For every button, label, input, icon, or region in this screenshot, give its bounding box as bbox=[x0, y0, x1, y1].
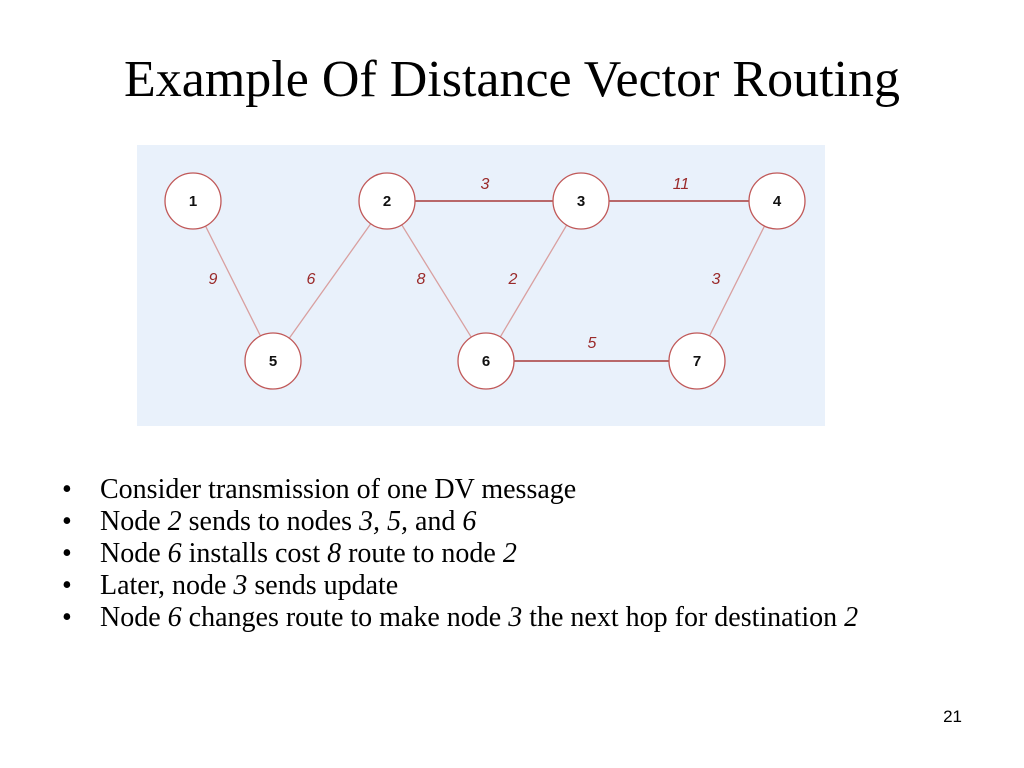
node-circle-1 bbox=[164, 172, 222, 230]
edge-6-3 bbox=[499, 224, 568, 338]
node-circle-3 bbox=[552, 172, 610, 230]
bullet-text-segment: 6 bbox=[167, 538, 182, 569]
edge-weight-2-3: 3 bbox=[481, 176, 490, 193]
edge-4-7 bbox=[708, 225, 766, 337]
node-label-3: 3 bbox=[577, 193, 585, 210]
page-number: 21 bbox=[943, 707, 962, 726]
bullet-text-segment: 3, 5, bbox=[358, 506, 408, 537]
node-label-7: 7 bbox=[693, 353, 701, 370]
node-circle-2 bbox=[358, 172, 416, 230]
bullet-text-segment: Node bbox=[100, 602, 168, 633]
edge-weight-6-3: 2 bbox=[508, 271, 518, 288]
bullet-item: • Later, node 3 sends update bbox=[58, 570, 938, 602]
bullet-text-segment: sends update bbox=[247, 570, 399, 601]
node-label-6: 6 bbox=[482, 353, 490, 370]
node-6: 6 bbox=[457, 332, 515, 390]
bullet-text-segment: Node bbox=[100, 506, 168, 537]
node-label-1: 1 bbox=[189, 193, 197, 210]
node-label-4: 4 bbox=[773, 193, 782, 210]
edge-weight-5-2: 6 bbox=[307, 271, 316, 288]
bullet-item: • Node 2 sends to nodes 3, 5, and 6 bbox=[58, 506, 938, 538]
bullet-list: • Consider transmission of one DV message… bbox=[58, 474, 938, 634]
bullet-text-segment: 6 bbox=[462, 506, 477, 537]
bullet-text-segment: route to node bbox=[341, 538, 503, 569]
node-1: 1 bbox=[164, 172, 222, 230]
bullet-text-segment: 2 bbox=[844, 602, 859, 633]
bullet-dot-icon: • bbox=[62, 474, 72, 505]
bullet-item: • Node 6 installs cost 8 route to node 2 bbox=[58, 538, 938, 570]
bullet-text-segment: Node bbox=[100, 538, 168, 569]
bullet-dot-icon: • bbox=[62, 570, 72, 601]
edge-weight-4-7: 3 bbox=[712, 271, 721, 288]
node-5: 5 bbox=[244, 332, 302, 390]
edge-weight-1-5: 9 bbox=[209, 271, 218, 288]
bullet-text-segment: 2 bbox=[167, 506, 182, 537]
bullet-dot-icon: • bbox=[62, 538, 72, 569]
bullet-text-segment: 3 bbox=[508, 602, 523, 633]
bullet-text-segment: Later, node bbox=[100, 570, 234, 601]
edge-weight-2-6: 8 bbox=[417, 271, 426, 288]
bullet-text-segment: sends to nodes bbox=[181, 506, 359, 537]
edge-weights-layer: 9 6 8 2 3 11 3 5 bbox=[209, 176, 721, 352]
node-2: 2 bbox=[358, 172, 416, 230]
bullet-text-segment: 8 bbox=[327, 538, 342, 569]
bullet-text-segment: and bbox=[407, 506, 463, 537]
nodes-layer: 1 2 3 4 5 6 7 bbox=[164, 172, 806, 390]
node-4: 4 bbox=[748, 172, 806, 230]
edge-5-2 bbox=[288, 223, 372, 339]
bullet-text-segment: 6 bbox=[167, 602, 182, 633]
network-graph-svg: 9 6 8 2 3 11 3 5 1 2 3 4 5 6 7 bbox=[164, 172, 806, 390]
bullet-dot-icon: • bbox=[62, 506, 72, 537]
node-3: 3 bbox=[552, 172, 610, 230]
bullet-text-segment: installs cost bbox=[181, 538, 328, 569]
edge-2-6 bbox=[401, 224, 472, 338]
network-graph-diagram: 9 6 8 2 3 11 3 5 1 2 3 4 5 6 7 bbox=[137, 145, 825, 426]
node-circle-7 bbox=[668, 332, 726, 390]
edge-weight-3-4: 11 bbox=[673, 176, 690, 193]
node-label-5: 5 bbox=[269, 353, 277, 370]
bullet-dot-icon: • bbox=[62, 602, 72, 633]
bullet-text-segment: 2 bbox=[502, 538, 517, 569]
node-circle-4 bbox=[748, 172, 806, 230]
bullet-text-segment: changes route to make node bbox=[181, 602, 509, 633]
bullet-item: • Node 6 changes route to make node 3 the… bbox=[58, 602, 938, 634]
edge-1-5 bbox=[204, 225, 262, 337]
slide-title: Example Of Distance Vector Routing bbox=[124, 51, 900, 108]
bullet-text-segment: Consider transmission of one DV message bbox=[100, 474, 577, 505]
edge-weight-6-7: 5 bbox=[588, 335, 597, 352]
bullet-text-segment: 3 bbox=[233, 570, 248, 601]
edges-layer bbox=[204, 200, 766, 362]
node-7: 7 bbox=[668, 332, 726, 390]
node-circle-5 bbox=[244, 332, 302, 390]
node-circle-6 bbox=[457, 332, 515, 390]
bullet-text-segment: the next hop for destination bbox=[522, 602, 845, 633]
bullet-item: • Consider transmission of one DV message bbox=[58, 474, 938, 506]
node-label-2: 2 bbox=[383, 193, 391, 210]
